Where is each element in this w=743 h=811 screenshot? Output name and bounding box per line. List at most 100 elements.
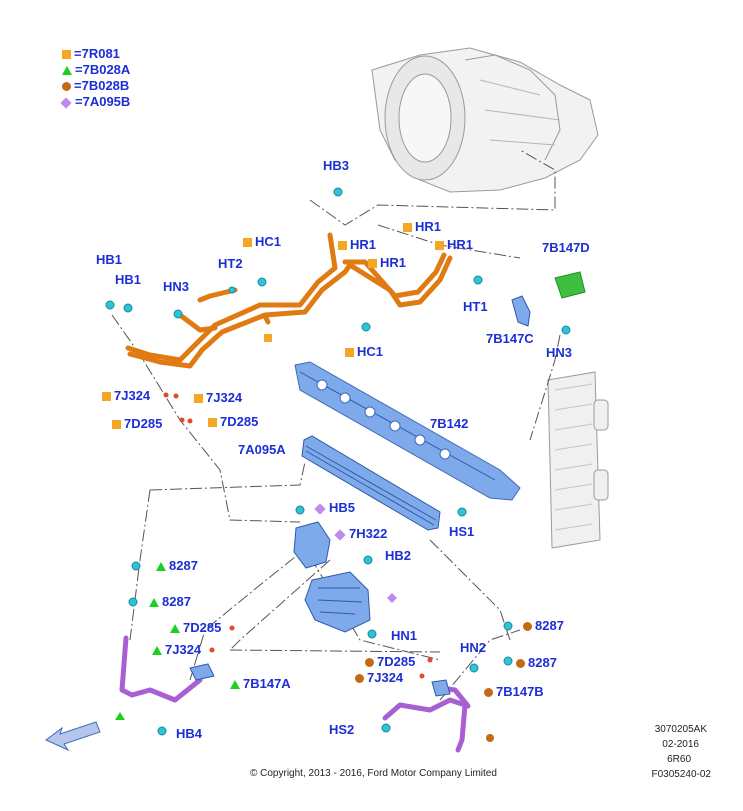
square-marker-icon: [345, 348, 354, 357]
fasteners: [105, 187, 571, 736]
callout-7d285-b: 7D285: [208, 414, 258, 429]
callout-text: 7B147B: [496, 684, 544, 699]
circle-marker-icon: [484, 688, 493, 697]
callout-text: 7J324: [165, 642, 202, 657]
callout-hr1-d: HR1: [368, 255, 406, 270]
callout-text: HB5: [329, 500, 356, 515]
cooler-bracket-7b142: [294, 361, 521, 501]
oil-cooler-7a095a: [301, 435, 441, 531]
callout-text: 7D285: [183, 620, 222, 635]
callout-hb5: HB5: [314, 500, 356, 515]
callout-7b147a: 7B147A: [230, 676, 291, 691]
transmission-model: 6R60: [667, 754, 691, 765]
callout-7d285-c: 7D285: [170, 620, 221, 635]
copyright-text: © Copyright, 2013 - 2016, Ford Motor Com…: [250, 768, 497, 779]
circle-marker-icon: [365, 658, 374, 667]
callout-text: HR1: [447, 237, 474, 252]
callout-hs2: HS2: [329, 722, 355, 737]
callout-text: 7D285: [377, 654, 416, 669]
callout-7b147c: 7B147C: [486, 331, 534, 346]
square-marker-icon: [435, 241, 444, 250]
brackets: [189, 295, 531, 697]
document-date: 02-2016: [662, 739, 699, 750]
callout-text: 7J324: [367, 670, 404, 685]
legend-item-7b028b: =7B028B: [62, 78, 130, 93]
circle-marker-icon: [516, 659, 525, 668]
figure-number: F0305240-02: [651, 769, 712, 780]
callout-7j324-a: 7J324: [102, 388, 150, 403]
callout-hr1-a: HR1: [403, 219, 441, 234]
module-7b147d: [554, 271, 586, 299]
callout-hb1-b: HB1: [115, 272, 142, 287]
triangle-marker-icon: [170, 624, 180, 633]
callout-8287-d: 8287: [516, 655, 557, 670]
circle-marker-icon: [62, 82, 71, 91]
legend-item-7b028a: =7B028A: [62, 62, 130, 77]
square-marker-icon: [338, 241, 347, 250]
callout-hr1-c: HR1: [435, 237, 473, 252]
upper-cooler-lines: [125, 232, 453, 369]
callout-text: 7J324: [206, 390, 243, 405]
callout-text: 7D285: [124, 416, 163, 431]
callout-7a095a: 7A095A: [238, 442, 286, 457]
callout-8287-b: 8287: [149, 594, 191, 609]
triangle-marker-icon: [230, 680, 240, 689]
legend-label: =7B028A: [75, 62, 131, 77]
legend-label: =7R081: [74, 46, 120, 61]
callout-hn3-right: HN3: [546, 345, 573, 360]
callout-text: HC1: [357, 344, 384, 359]
callout-7b142: 7B142: [430, 416, 469, 431]
square-marker-icon: [368, 259, 377, 268]
callout-ht1: HT1: [463, 299, 488, 314]
triangle-marker-icon: [156, 562, 166, 571]
callout-text: 7D285: [220, 414, 259, 429]
square-marker-icon: [62, 50, 71, 59]
callout-hs1: HS1: [449, 524, 475, 539]
callout-hn3-left: HN3: [163, 279, 190, 294]
callout-hc1-top: HC1: [243, 234, 281, 249]
callout-hb3: HB3: [323, 158, 350, 173]
callout-7h322: 7H322: [334, 526, 388, 541]
callout-text: 8287: [162, 594, 191, 609]
callout-7b147b: 7B147B: [484, 684, 544, 699]
square-marker-icon: [102, 392, 111, 401]
callout-7j324-d: 7J324: [355, 670, 403, 685]
callout-7j324-c: 7J324: [152, 642, 201, 657]
transmission-illustration: [371, 47, 599, 193]
callout-7b147d: 7B147D: [542, 240, 590, 255]
callout-text: HR1: [380, 255, 407, 270]
triangle-marker-icon: [62, 66, 72, 75]
callout-hn1: HN1: [391, 628, 418, 643]
callout-7d285-d: 7D285: [365, 654, 415, 669]
square-marker-icon: [243, 238, 252, 247]
callout-7d285-a: 7D285: [112, 416, 162, 431]
legend-label: =7B028B: [74, 78, 130, 93]
callout-text: HC1: [255, 234, 282, 249]
direction-arrow-icon: [45, 721, 101, 752]
callout-text: 7J324: [114, 388, 151, 403]
callout-text: 7H322: [349, 526, 388, 541]
thermostat-housing: [293, 521, 371, 633]
callout-8287-c: 8287: [523, 618, 564, 633]
square-marker-icon: [112, 420, 121, 429]
drawing-markers: [115, 334, 494, 742]
callout-text: HR1: [415, 219, 442, 234]
clips: [163, 392, 433, 679]
callout-text: 8287: [528, 655, 557, 670]
callout-7j324-b: 7J324: [194, 390, 242, 405]
circle-marker-icon: [355, 674, 364, 683]
document-code: 3070205AK: [654, 724, 707, 735]
diamond-marker-icon: [314, 503, 326, 515]
callout-8287-a: 8287: [156, 558, 198, 573]
legend-label: =7A095B: [75, 94, 131, 109]
callout-hr1-b: HR1: [338, 237, 376, 252]
triangle-marker-icon: [152, 646, 162, 655]
callout-hb4: HB4: [176, 726, 203, 741]
callout-hc1-bottom: HC1: [345, 344, 383, 359]
callout-hn2: HN2: [460, 640, 487, 655]
legend-item-7r081: =7R081: [62, 46, 130, 61]
callout-ht2: HT2: [218, 256, 243, 271]
callout-text: 8287: [169, 558, 198, 573]
